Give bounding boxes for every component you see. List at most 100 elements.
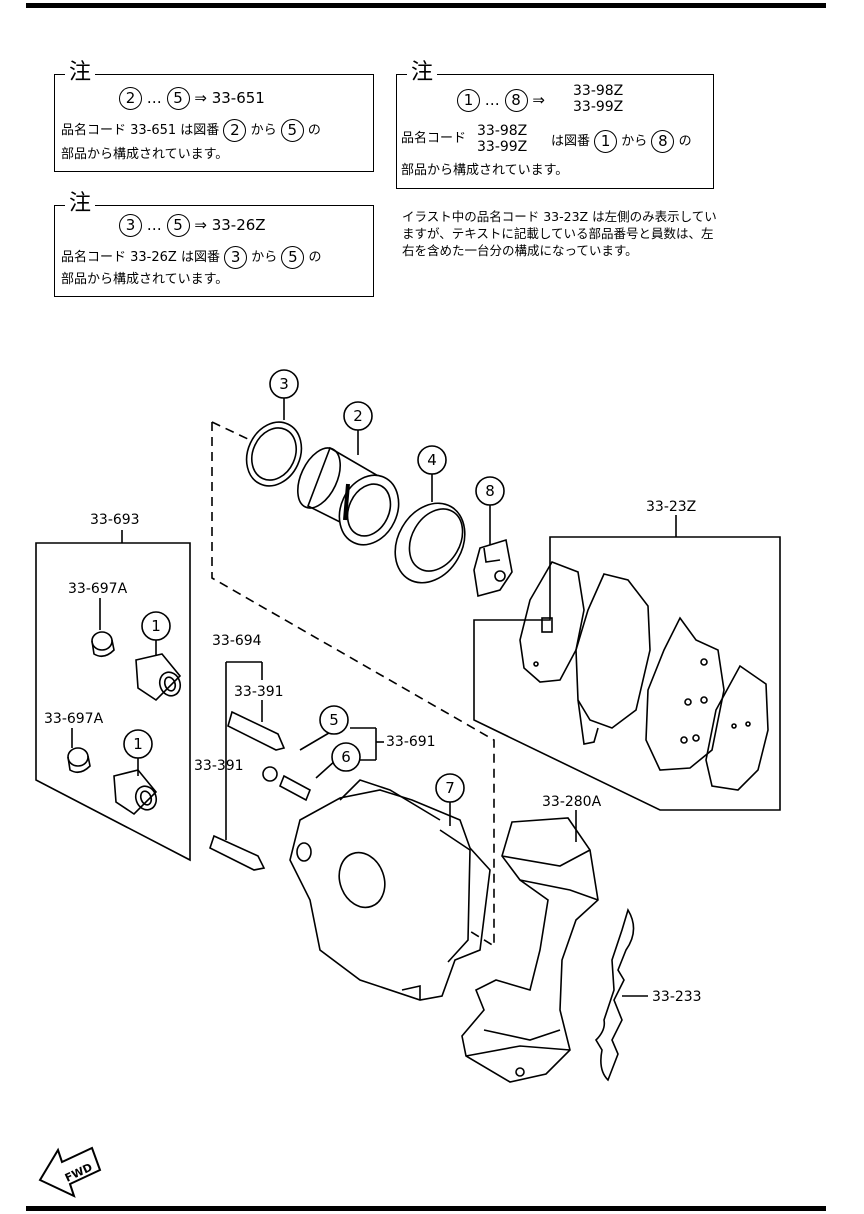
callout-circle: 5 [280,119,304,142]
guide-pin-33-391-top [227,710,286,751]
callout-circle [417,445,447,475]
dots: … [484,91,500,109]
sleeve-1-bottom [113,769,158,816]
bottom-border [26,1206,826,1211]
label-33-693: 33-693 [90,512,140,528]
callout-1: 1 [151,617,161,635]
sleeve-1-top [135,653,182,702]
brake-pad-inner [575,573,651,729]
label-33-697A: 33-697A [68,581,128,597]
text: から [251,250,278,265]
note-formula: 3 … 5 ⇒ 33-26Z [119,214,266,237]
note-line: は図番 1 から 8 の [551,130,692,153]
text: の [307,123,321,138]
guide-pin-33-391-bottom [209,834,266,871]
bushing-33-697A-top [91,631,115,658]
text: の [308,250,322,265]
top-border [26,3,826,8]
label-33-23Z: 33-23Z [646,499,696,515]
label-33-694: 33-694 [212,633,262,649]
brake-pad-shim-outer [705,664,769,791]
arrow: ⇒ [532,91,545,109]
note-title: 注 [65,193,96,215]
cap-5 [262,766,278,782]
callout-circle: 5 [281,246,305,269]
note-line: 品名コード 33-651 は図番 2 から 5 の [61,119,321,142]
callout-circle: 5 [166,87,190,110]
label-33-391: 33-391 [194,758,244,774]
callout-circle [269,369,299,399]
note-line: 部品から構成されています。 [61,147,229,162]
seal-ring-3 [245,421,303,487]
dashed-outline [211,422,495,948]
dots: … [146,216,162,234]
callout-circle [343,401,373,431]
note-title: 注 [407,62,438,84]
callout-6: 6 [341,748,351,766]
label-33-280A: 33-280A [542,794,602,810]
callout-2: 2 [353,407,363,425]
callout-circle: 3 [119,214,142,237]
arrow: ⇒ [194,216,207,234]
callout-circle: 3 [224,246,248,269]
text: から [621,134,648,149]
callout-circle [141,611,171,641]
text: は図番 [551,134,591,149]
callout-circle: 1 [457,89,480,112]
text: から [250,123,277,138]
note-box-3: 注 3 … 5 ⇒ 33-26Z 品名コード 33-26Z は図番 3 から 5… [54,193,374,297]
label-33-391: 33-391 [234,684,284,700]
spring-33-233 [594,908,635,1082]
bleeder-6 [278,774,312,802]
note-formula: 2 … 5 ⇒ 33-651 [119,87,265,110]
callout-circle [475,476,505,506]
callout-8: 8 [485,482,495,500]
brake-pad-outer [645,616,725,771]
note-title: 注 [65,62,96,84]
callout-5: 5 [329,711,339,729]
callout-7: 7 [445,779,455,797]
note-formula: 1 … 8 ⇒ [457,89,545,112]
dashed-outline [211,421,251,441]
callout-circle: 8 [504,89,528,112]
callout-circle [319,705,349,735]
text: 品名コード 33-651 は図番 [61,123,220,138]
callout-circle: 2 [119,87,142,110]
note-box-1: 注 2 … 5 ⇒ 33-651 品名コード 33-651 は図番 2 から 5… [54,62,374,172]
text: の [678,134,692,149]
note-box-2: 注 1 … 8 ⇒ 33-98Z 33-99Z 品名コード 33-98Z 33-… [396,62,714,189]
dots: … [146,89,162,107]
brake-pad-shim [519,561,585,683]
callout-circle: 5 [166,214,190,237]
part-code: 33-26Z [211,216,266,234]
callout-circle: 8 [651,130,675,153]
label-33-691: 33-691 [386,734,436,750]
callout-circle: 1 [594,130,618,153]
part-code: 33-651 [211,89,265,107]
caliper-body-7 [289,789,491,1001]
callout-circle [123,729,153,759]
part-code: 33-98Z [477,123,528,139]
note-line: 部品から構成されています。 [61,272,229,287]
kit-box-33-23Z [473,536,781,811]
note-line: 部品から構成されています。 [401,163,569,178]
label-33-697A: 33-697A [44,711,104,727]
callout-circle: 2 [223,119,247,142]
callout-circle [331,742,361,772]
text: 品名コード 33-26Z は図番 [61,250,220,265]
mounting-bracket-33-280A [461,817,599,1083]
callout-circle [435,773,465,803]
fwd-arrow-icon [38,1146,102,1198]
callout-1: 1 [133,735,143,753]
callout-4: 4 [427,451,437,469]
note-line: 品名コード 33-26Z は図番 3 から 5 の [61,246,322,269]
callout-3: 3 [279,375,289,393]
part-code: 33-98Z [573,83,624,99]
remark-text: イラスト中の品名コード 33-23Z は左側のみ表示していますが、テキストに記載… [402,209,717,258]
clip-8 [473,538,513,598]
note-line: 品名コード [401,131,467,146]
kit-box-33-693 [35,542,191,862]
label-33-233: 33-233 [652,989,702,1005]
part-code: 33-99Z [477,139,528,155]
